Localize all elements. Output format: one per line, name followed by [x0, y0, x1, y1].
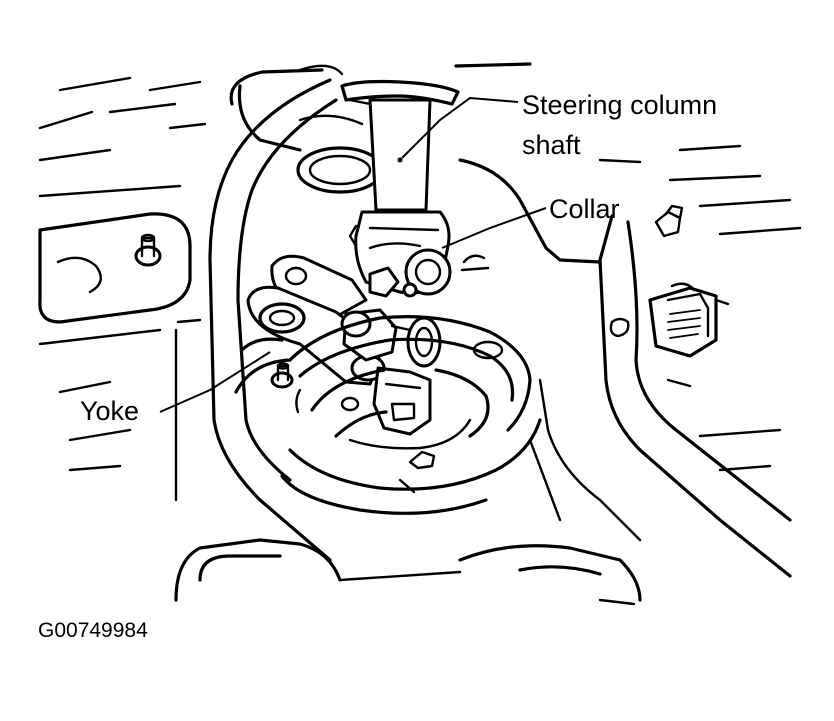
leader-steering-column-shaft	[401, 96, 519, 159]
leader-lines	[159, 96, 547, 413]
bolt-right-top	[654, 204, 684, 238]
right-bracket	[648, 282, 730, 358]
bolt-left	[134, 233, 162, 267]
gear-boot	[234, 315, 542, 515]
lower-frame	[174, 378, 642, 602]
figure-id: G00749984	[38, 619, 148, 642]
leader-yoke	[159, 351, 271, 413]
outer-tube	[208, 78, 338, 562]
body-panels	[38, 62, 802, 606]
yoke	[246, 254, 442, 436]
steering-column-shaft-label-line2: shaft	[522, 130, 581, 160]
yoke-label: Yoke	[80, 396, 140, 426]
steering-column-shaft-label-line1: Steering column	[522, 90, 718, 120]
mount-bolts	[270, 254, 490, 389]
collar-label: Collar	[549, 194, 620, 224]
leader-collar	[441, 207, 547, 249]
steering-column-shaft	[340, 79, 460, 212]
collar	[348, 210, 452, 296]
